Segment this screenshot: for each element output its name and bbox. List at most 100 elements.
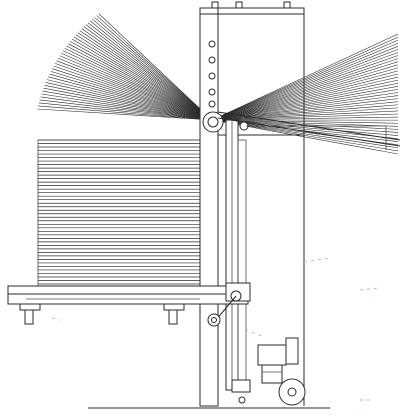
column-foot-block bbox=[231, 379, 251, 393]
belt-bottom bbox=[217, 117, 400, 147]
fanned-sheet-line bbox=[64, 48, 213, 121]
motor-endcap bbox=[285, 337, 299, 365]
fanned-sheet-line bbox=[83, 26, 213, 121]
caster-mount bbox=[163, 303, 185, 311]
fanned-sheet-line bbox=[38, 105, 213, 121]
fanned-sheet-line bbox=[43, 87, 213, 121]
roller bbox=[202, 111, 249, 133]
column-hole bbox=[208, 56, 216, 64]
vertical-column bbox=[199, 1, 305, 407]
paper-stack-outline bbox=[37, 139, 201, 287]
pallet-bracket bbox=[207, 282, 251, 327]
column-hole bbox=[208, 40, 216, 48]
fanned-sheet-line bbox=[211, 61, 399, 121]
fanned-sheet-line bbox=[69, 41, 213, 121]
fanned-sheet-line bbox=[62, 50, 213, 121]
fanned-sheet-line bbox=[211, 98, 399, 121]
fanned-sheet-line bbox=[211, 42, 399, 121]
fanned-sheet-line bbox=[85, 24, 213, 121]
roller-inner bbox=[207, 116, 219, 128]
bracket-arm bbox=[215, 295, 237, 321]
fanned-sheet-line bbox=[211, 52, 399, 121]
fanned-sheet-line bbox=[55, 63, 213, 121]
paper-stack bbox=[38, 139, 200, 285]
hidden-line bbox=[359, 287, 379, 291]
motor-assembly bbox=[257, 337, 299, 384]
fanned-sheet-line bbox=[211, 119, 399, 124]
fanned-sheet-line bbox=[211, 104, 399, 121]
fanned-sheet-line bbox=[42, 90, 213, 121]
column-body bbox=[199, 7, 219, 407]
fanned-sheet-line bbox=[37, 108, 213, 121]
hidden-line bbox=[51, 317, 61, 321]
fanned-sheet-line bbox=[39, 99, 213, 121]
top-knob bbox=[211, 1, 219, 9]
caster-wheel bbox=[24, 309, 34, 325]
fanned-sheet-line bbox=[92, 18, 213, 121]
fanned-sheet-line bbox=[90, 20, 213, 121]
bracket-wheel-hub bbox=[211, 317, 217, 323]
fanned-sheet-line bbox=[50, 71, 213, 121]
column-hole bbox=[208, 72, 216, 80]
fanned-sheet-line bbox=[211, 101, 399, 121]
guide-rails bbox=[225, 119, 247, 391]
hidden-line bbox=[244, 329, 263, 337]
fanned-sheet-line bbox=[211, 49, 399, 121]
fanned-sheet-line bbox=[211, 113, 399, 121]
fanned-sheet-line bbox=[211, 79, 399, 121]
fanned-sheet-line bbox=[71, 38, 213, 121]
fanned-sheet-line bbox=[211, 76, 399, 121]
fanned-sheet-line bbox=[211, 55, 399, 121]
caster-wheels bbox=[19, 303, 185, 325]
fanned-sheet-line bbox=[96, 15, 213, 121]
fanned-sheet-line bbox=[94, 17, 213, 121]
fanned-sheet-line bbox=[46, 79, 213, 121]
fanned-sheet-line bbox=[81, 28, 213, 121]
fanned-sheet-line bbox=[211, 82, 399, 121]
fanned-sheet-line bbox=[211, 89, 399, 121]
fanned-sheet-line bbox=[79, 30, 213, 121]
motor-housing bbox=[257, 344, 287, 366]
fanned-sheet-line bbox=[58, 57, 213, 121]
hidden-line bbox=[303, 257, 331, 263]
guide-rail-inner bbox=[237, 139, 247, 391]
fanned-sheet-line bbox=[68, 43, 213, 121]
fanned-sheets bbox=[37, 13, 399, 155]
fanned-sheet-line bbox=[49, 73, 213, 121]
pallet-base bbox=[7, 285, 249, 305]
column-foot bbox=[231, 379, 251, 404]
caster-wheel bbox=[168, 309, 178, 325]
drive-wheel bbox=[278, 378, 306, 406]
fanned-sheet-line bbox=[211, 119, 399, 127]
fanned-sheet-line bbox=[211, 64, 399, 121]
pallet-top-board bbox=[7, 285, 249, 295]
fanned-sheet-line bbox=[75, 34, 213, 121]
fanned-sheet-line bbox=[40, 96, 213, 121]
fanned-sheet-line bbox=[48, 76, 213, 121]
caster-mount bbox=[19, 303, 41, 311]
fanned-sheet-line bbox=[77, 32, 213, 121]
column-hole bbox=[208, 100, 216, 108]
fanned-sheet-line bbox=[66, 45, 213, 121]
fanned-sheet-line bbox=[211, 70, 399, 121]
fanned-sheet-line bbox=[211, 46, 399, 121]
motor-bracket bbox=[261, 364, 283, 384]
fanned-sheet-line bbox=[41, 93, 213, 121]
fanned-sheet-line bbox=[211, 39, 399, 121]
fanned-sheet-line bbox=[98, 13, 213, 121]
column-holes bbox=[208, 40, 216, 108]
fanned-sheet-line bbox=[53, 65, 213, 121]
hidden-lines bbox=[51, 257, 379, 401]
fanned-sheet-line bbox=[211, 67, 399, 121]
fanned-sheet-line bbox=[56, 60, 213, 121]
fanned-sheet-line bbox=[211, 86, 399, 121]
fanned-sheet-line bbox=[211, 58, 399, 121]
fanned-sheet-line bbox=[61, 52, 213, 121]
fanned-sheet-line bbox=[45, 82, 213, 121]
column-hole bbox=[208, 88, 216, 96]
fanned-sheet-line bbox=[211, 73, 399, 121]
column-foot-pin bbox=[238, 396, 246, 404]
fanned-sheet-line bbox=[211, 107, 399, 121]
